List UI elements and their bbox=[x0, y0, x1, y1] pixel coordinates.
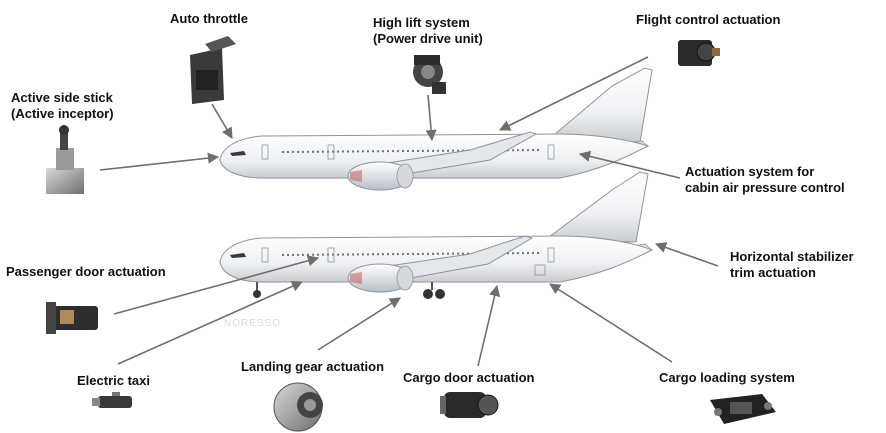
label-horizontal-stab: Horizontal stabilizer trim actuation bbox=[730, 249, 854, 281]
arrow-cargo-door bbox=[477, 284, 501, 367]
label-text: Horizontal stabilizer bbox=[730, 249, 854, 264]
arrow-cabin-pressure bbox=[578, 150, 681, 179]
label-text: High lift system bbox=[373, 15, 470, 30]
arrow-horizontal-stab bbox=[654, 242, 719, 267]
label-text: (Active inceptor) bbox=[11, 106, 114, 121]
auto-throttle-image bbox=[190, 36, 236, 104]
label-text: Cargo loading system bbox=[659, 370, 795, 385]
label-cabin-pressure: Actuation system for cabin air pressure … bbox=[685, 164, 845, 196]
arrow-side-stick bbox=[99, 152, 220, 171]
label-electric-taxi: Electric taxi bbox=[77, 373, 150, 389]
cargo-loading-image bbox=[710, 394, 776, 424]
label-text: Passenger door actuation bbox=[6, 264, 166, 279]
electric-taxi-image bbox=[92, 392, 132, 408]
label-text: Active side stick bbox=[11, 90, 113, 105]
label-passenger-door: Passenger door actuation bbox=[6, 264, 166, 280]
aircraft-bottom bbox=[219, 171, 654, 299]
flight-control-image bbox=[678, 40, 720, 66]
label-flight-control: Flight control actuation bbox=[636, 12, 780, 28]
label-text: Electric taxi bbox=[77, 373, 150, 388]
arrow-high-lift bbox=[425, 94, 437, 142]
landing-gear-image bbox=[273, 382, 323, 432]
label-cargo-door: Cargo door actuation bbox=[403, 370, 534, 386]
passenger-door-image bbox=[46, 302, 98, 334]
arrow-landing-gear bbox=[317, 297, 401, 351]
side-stick-image bbox=[46, 125, 84, 194]
label-cargo-loading: Cargo loading system bbox=[659, 370, 795, 386]
label-high-lift: High lift system (Power drive unit) bbox=[373, 15, 483, 47]
arrow-electric-taxi bbox=[117, 280, 304, 365]
label-text: (Power drive unit) bbox=[373, 31, 483, 46]
label-text: trim actuation bbox=[730, 265, 816, 280]
label-text: Flight control actuation bbox=[636, 12, 781, 27]
label-landing-gear: Landing gear actuation bbox=[241, 359, 384, 375]
label-text: Actuation system for bbox=[685, 164, 815, 179]
label-text: Auto throttle bbox=[170, 11, 248, 26]
arrow-auto-throttle bbox=[211, 103, 233, 139]
label-text: Cargo door actuation bbox=[403, 370, 535, 385]
callout-arrows bbox=[99, 56, 719, 367]
arrow-cargo-loading bbox=[549, 283, 673, 363]
aircraft-top bbox=[219, 67, 653, 191]
label-text: Landing gear actuation bbox=[241, 359, 385, 374]
label-side-stick: Active side stick (Active inceptor) bbox=[11, 90, 114, 122]
arrow-flight-control bbox=[498, 56, 649, 131]
cargo-door-image bbox=[440, 392, 499, 418]
high-lift-image bbox=[413, 55, 446, 94]
label-auto-throttle: Auto throttle bbox=[170, 11, 248, 27]
label-text: cabin air pressure control bbox=[685, 180, 845, 195]
arrow-passenger-door bbox=[113, 255, 320, 315]
watermark: NORESSO bbox=[224, 318, 282, 329]
